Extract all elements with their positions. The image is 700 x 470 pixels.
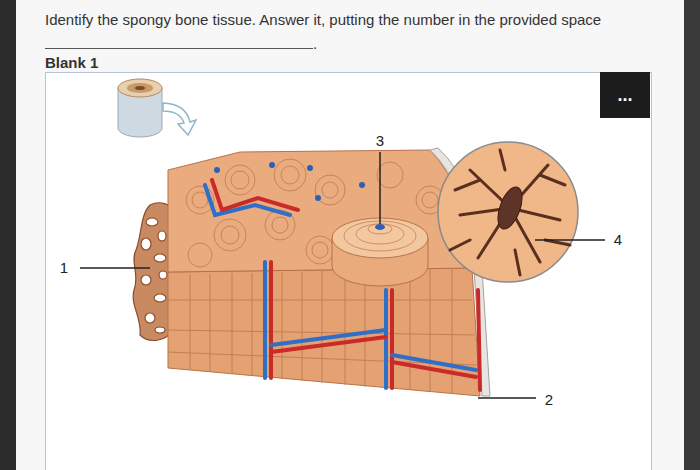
blank-heading: Blank 1 [45, 54, 98, 72]
osteon-cylinder-part [375, 224, 385, 230]
compact-bone-top-part-part [272, 217, 288, 233]
osteocyte-inset-part-part [450, 240, 470, 250]
photo-background-part [684, 0, 700, 470]
spongy-bone-part [145, 313, 155, 323]
compact-bone-front-part-part [252, 273, 253, 376]
leader-lines-part [478, 397, 536, 399]
compact-bone-top-part [186, 159, 444, 267]
spongy-bone-part [141, 238, 151, 250]
compact-bone-top-part-part [377, 162, 403, 188]
bone-icon-part [135, 86, 145, 90]
compact-bone-top-part-part [315, 195, 321, 201]
compact-bone-top-part-part [359, 182, 365, 188]
bone-icon-part [118, 79, 162, 97]
callout-number: 2 [545, 391, 553, 409]
blood-vessels-part [271, 337, 386, 352]
question-text: Identify the spongy bone tissue. Answer … [45, 11, 601, 28]
blood-vessels-part [390, 290, 394, 388]
spongy-bone-part [154, 254, 166, 262]
compact-bone-front-part-part [168, 300, 472, 301]
compact-bone-front-part-part [210, 274, 211, 372]
compact-bone-front-part-part [430, 269, 431, 392]
compact-bone-top-part-part [221, 226, 239, 244]
osteocyte-inset-part-part [515, 250, 520, 275]
osteocyte-inset-part-part [540, 175, 565, 185]
spongy-bone-part [141, 275, 151, 285]
blood-vessels-part [269, 262, 273, 378]
answer-blank [45, 33, 313, 49]
leader-lines-part [379, 152, 381, 224]
spongy-bone-part [155, 327, 165, 333]
leader-lines-part [80, 267, 150, 269]
compact-bone-top-part-part [231, 171, 249, 189]
compact-bone-top-part-part [312, 242, 328, 258]
leader-lines [80, 152, 605, 398]
menu-text: ... [617, 85, 632, 106]
spongy-bone-part [146, 218, 158, 226]
question-period: . [313, 35, 317, 52]
bone-icon-part [163, 103, 196, 135]
compact-bone-top-part-part [225, 165, 255, 195]
compact-bone-top-part-part [322, 182, 338, 198]
compact-bone-front [168, 268, 480, 396]
osteocyte-inset-part [450, 150, 570, 275]
compact-bone-top-part-part [306, 236, 334, 264]
osteon-cylinder-part [368, 224, 392, 234]
osteocyte-inset-part [493, 184, 527, 232]
spongy-bone-part [159, 271, 167, 279]
compact-bone-top-part-part [315, 175, 345, 205]
compact-bone-top-part [214, 162, 365, 201]
compact-bone-top-part-part [274, 159, 306, 191]
osteocyte-inset [438, 142, 578, 282]
compact-bone-top-part-part [214, 219, 246, 251]
leader-lines-part [535, 239, 605, 241]
osteocyte-inset-part-part [500, 150, 505, 170]
osteon-cylinder-part [356, 224, 404, 244]
osteocyte-inset-part [438, 142, 578, 282]
bone-icon [118, 79, 196, 137]
compact-bone-front-part-part [322, 271, 323, 383]
question-text-block: Identify the spongy bone tissue. Answer … [45, 8, 605, 56]
callout-number: 3 [376, 132, 384, 150]
callout-number: 4 [614, 231, 622, 249]
blood-vessels-part [478, 290, 480, 390]
blood-vessels-part [392, 362, 476, 377]
osteon-cylinder-part [344, 221, 416, 251]
compact-bone-front-part-part [410, 270, 411, 390]
blood-vessels-part [212, 180, 298, 210]
spongy-bone-part [158, 231, 166, 241]
callout-number: 1 [60, 259, 68, 277]
menu-button: ... [600, 72, 650, 118]
bone-icon-part [127, 83, 153, 93]
osteon-cylinder [332, 218, 428, 286]
compact-bone-top-part-part [422, 192, 438, 208]
image-panel [46, 73, 652, 470]
compact-bone-front-part-part [282, 272, 283, 379]
compact-bone-top-part-part [281, 166, 299, 184]
blood-vessels-part [263, 262, 267, 378]
compact-bone-top-part-part [307, 165, 313, 171]
compact-bone-front-part-part [365, 270, 366, 387]
compact-bone-front-part-part [168, 330, 474, 335]
photo-background-part [0, 0, 16, 470]
osteocyte-inset-part-part [455, 180, 480, 190]
compact-bone-front-part-part [345, 271, 346, 385]
compact-bone-front-part-part [232, 273, 233, 374]
compact-bone-front-part-part [190, 274, 191, 370]
compact-bone-front-part [168, 269, 476, 394]
compact-bone-front-part-part [302, 272, 303, 381]
compact-bone-front-part [168, 268, 480, 396]
compact-bone-top-part-part [269, 162, 275, 168]
compact-bone-front-part-part [452, 269, 453, 394]
compact-bone-top-part-part [192, 192, 208, 208]
spongy-bone-part [154, 294, 166, 302]
compact-bone-top-part-part [188, 243, 212, 267]
compact-bone-top-part-part [214, 167, 220, 173]
